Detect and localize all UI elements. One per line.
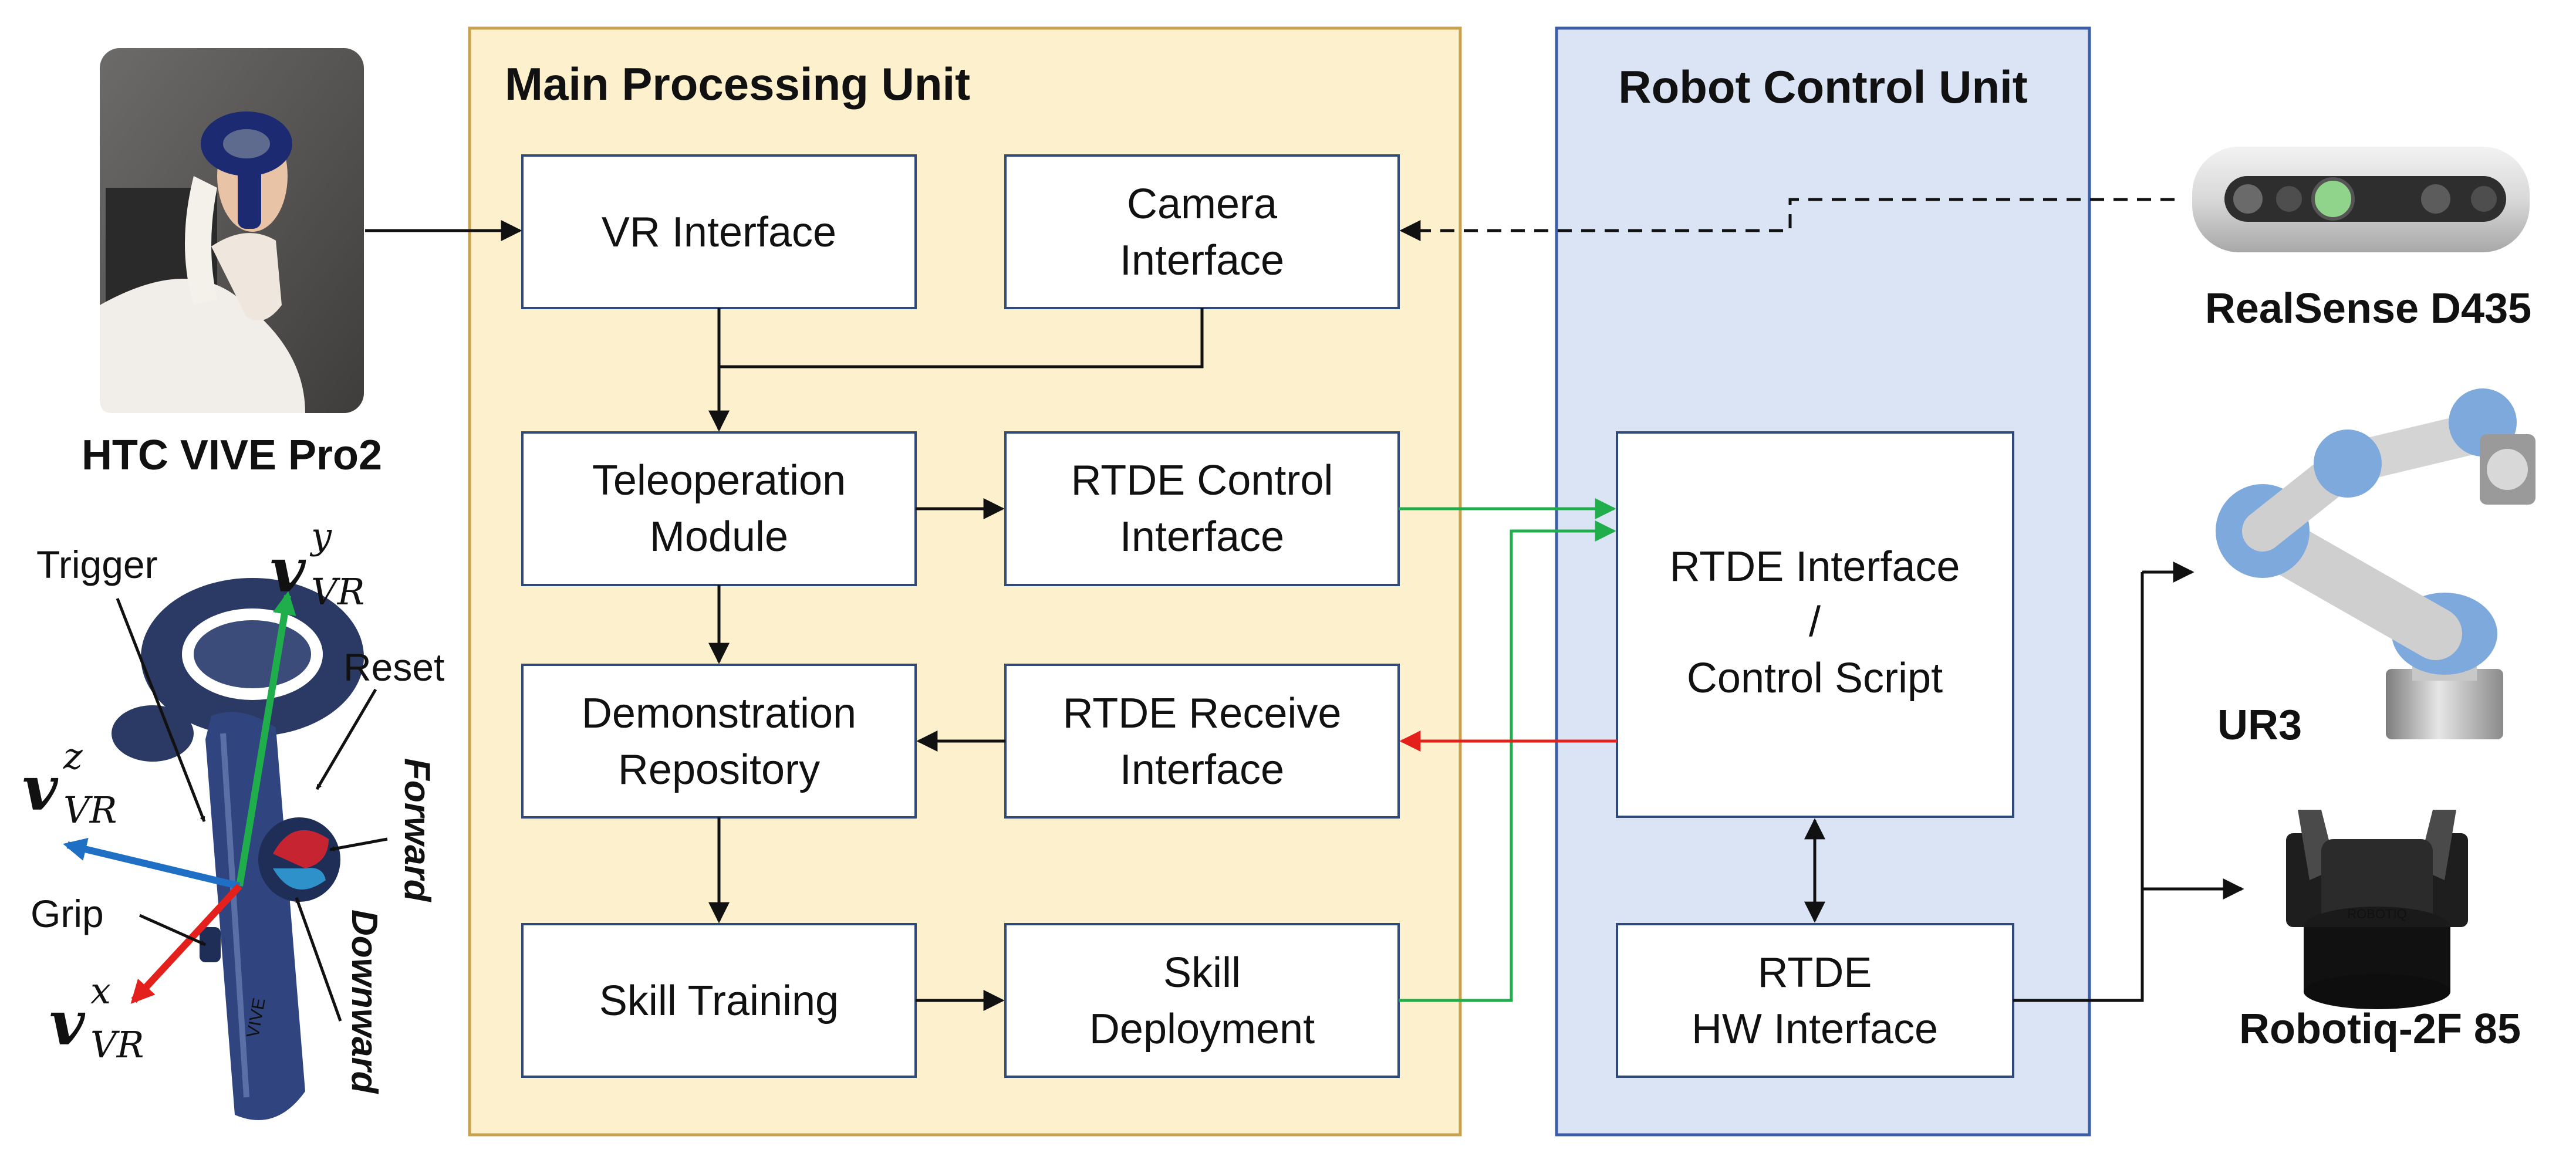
forward-label: Forward bbox=[397, 758, 437, 902]
vy-sup: y bbox=[309, 515, 332, 557]
skill-training-label: Skill Training bbox=[599, 978, 839, 1024]
downward-label: Downward bbox=[344, 909, 384, 1094]
rtde-receive-interface-box: RTDE Receive Interface bbox=[1004, 664, 1400, 819]
axis-z-arrow bbox=[63, 837, 241, 890]
teleoperation-module-label-line2: Module bbox=[650, 513, 788, 560]
demonstration-repository-label-line1: Demonstration bbox=[582, 690, 856, 737]
vive-controller-illustration: VIVE bbox=[112, 578, 364, 1120]
downward-callout bbox=[295, 897, 342, 1022]
teleoperation-module-box: Teleoperation Module bbox=[521, 431, 917, 586]
camera-interface-label-line1: Camera bbox=[1127, 181, 1278, 228]
rtde-interface-label-line3: Control Script bbox=[1687, 655, 1943, 702]
vz-base: v bbox=[22, 752, 59, 824]
dashed-arrow-camera-to-camera-interface bbox=[1399, 198, 2175, 241]
headset-photo bbox=[100, 48, 364, 413]
skill-deployment-label-line1: Skill bbox=[1163, 949, 1241, 996]
axis-y-arrow bbox=[236, 591, 296, 887]
trigger-label: Trigger bbox=[36, 543, 158, 586]
camera-interface-label-line2: Interface bbox=[1120, 237, 1284, 284]
realsense-caption: RealSense D435 bbox=[2205, 285, 2531, 332]
vx-label: v x VR bbox=[49, 969, 144, 1066]
robotiq-caption: Robotiq-2F 85 bbox=[2239, 1006, 2521, 1053]
vz-sub: VR bbox=[63, 789, 117, 831]
rtde-interface-control-script-box: RTDE Interface / Control Script bbox=[1616, 431, 2014, 818]
rtde-hw-interface-label-line2: HW Interface bbox=[1692, 1006, 1938, 1053]
rtde-hw-interface-box: RTDE HW Interface bbox=[1616, 923, 2014, 1078]
demonstration-repository-label-line2: Repository bbox=[618, 746, 820, 793]
rtde-control-interface-label-line2: Interface bbox=[1120, 513, 1284, 560]
camera-interface-box: Camera Interface bbox=[1004, 154, 1400, 309]
grip-label: Grip bbox=[31, 892, 104, 935]
rtde-control-interface-label-line1: RTDE Control bbox=[1071, 457, 1333, 504]
rtde-receive-interface-label-line2: Interface bbox=[1120, 746, 1284, 793]
vy-label: v y VR bbox=[270, 515, 364, 613]
vx-base: v bbox=[49, 987, 86, 1059]
rtde-hw-interface-label-line1: RTDE bbox=[1758, 949, 1872, 996]
ur3-caption: UR3 bbox=[2217, 702, 2302, 749]
robot-control-unit-title: Robot Control Unit bbox=[1618, 61, 2027, 113]
rtde-interface-label-line1: RTDE Interface bbox=[1670, 543, 1960, 590]
rtde-interface-label-line2: / bbox=[1809, 598, 1821, 645]
line-hw-interface-to-robots bbox=[2013, 572, 2144, 1002]
rtde-control-interface-box: RTDE Control Interface bbox=[1004, 431, 1400, 586]
demonstration-repository-box: Demonstration Repository bbox=[521, 664, 917, 819]
vx-sub: VR bbox=[90, 1023, 144, 1066]
vx-sup: x bbox=[90, 969, 111, 1012]
line-camera-interface-merge bbox=[719, 308, 1204, 368]
vr-interface-box: VR Interface bbox=[521, 154, 917, 309]
gripper-logo: ROBOTIQ bbox=[2347, 907, 2406, 921]
skill-deployment-box: Skill Deployment bbox=[1004, 923, 1400, 1078]
green-arrow-deployment-to-rtde bbox=[1399, 520, 1616, 1002]
headset-caption: HTC VIVE Pro2 bbox=[82, 432, 382, 479]
grip-callout bbox=[139, 914, 207, 946]
vz-label: v z VR bbox=[22, 735, 117, 831]
vy-base: v bbox=[270, 534, 306, 606]
axis-x-arrow bbox=[130, 883, 242, 1004]
forward-callout bbox=[329, 837, 388, 851]
robotiq-gripper-photo: ROBOTIQ bbox=[2286, 810, 2468, 1009]
main-processing-unit-title: Main Processing Unit bbox=[505, 58, 970, 110]
trigger-callout bbox=[116, 598, 206, 822]
vz-sup: z bbox=[63, 735, 83, 777]
ur3-robot-arm-photo bbox=[2216, 388, 2536, 739]
teleoperation-module-label-line1: Teleoperation bbox=[592, 457, 846, 504]
vr-interface-label: VR Interface bbox=[602, 209, 836, 256]
reset-label: Reset bbox=[343, 645, 444, 689]
vy-sub: VR bbox=[311, 570, 364, 613]
realsense-camera-photo bbox=[2175, 124, 2550, 271]
reset-callout bbox=[315, 688, 377, 790]
skill-deployment-label-line2: Deployment bbox=[1089, 1006, 1315, 1053]
skill-training-box: Skill Training bbox=[521, 923, 917, 1078]
rtde-receive-interface-label-line1: RTDE Receive bbox=[1063, 690, 1342, 737]
